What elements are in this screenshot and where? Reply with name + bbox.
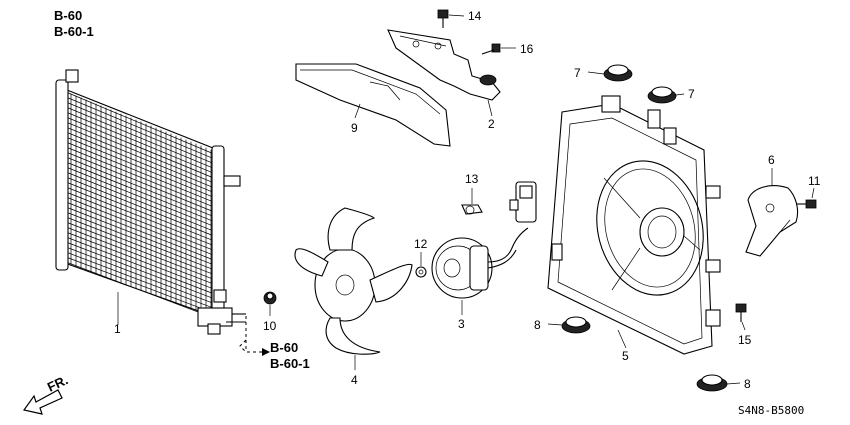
callout-11: 11: [808, 174, 821, 188]
callout-8b: 8: [744, 377, 751, 391]
fan-shroud: [547, 95, 721, 355]
ref-top-2: B-60-1: [54, 24, 94, 39]
grommet: [561, 316, 591, 334]
grommet: [696, 374, 728, 392]
callout-12: 12: [414, 237, 428, 251]
fan-blade: [294, 207, 413, 355]
callout-9: 9: [351, 121, 358, 135]
direction-label: FR.: [45, 372, 70, 394]
fan-motor: [431, 181, 537, 299]
callout-5: 5: [622, 349, 629, 363]
grommet: [603, 64, 633, 82]
callout-10: 10: [263, 319, 277, 333]
air-guide: [295, 63, 451, 147]
grommet: [647, 86, 677, 104]
nut: [263, 291, 277, 305]
callout-8a: 8: [534, 318, 541, 332]
diagram-code: S4N8-B5800: [738, 404, 804, 417]
clip: [461, 204, 483, 215]
ref-top-1: B-60: [54, 8, 82, 23]
upper-bracket: [387, 29, 501, 101]
callout-3: 3: [458, 317, 465, 331]
callout-7a: 7: [574, 66, 581, 80]
callout-7b: 7: [688, 87, 695, 101]
bolt: [796, 199, 817, 209]
bolt: [481, 43, 501, 55]
condenser: [55, 69, 246, 335]
shroud-cover: [745, 185, 799, 257]
nut: [415, 266, 427, 278]
callout-2: 2: [488, 117, 495, 131]
ref-bottom-2: B-60-1: [270, 356, 310, 371]
callout-6: 6: [768, 153, 775, 167]
callout-15: 15: [738, 333, 752, 347]
callout-13: 13: [465, 172, 479, 186]
callout-14: 14: [468, 9, 482, 23]
front-direction-arrow-icon: [22, 389, 63, 415]
bolt: [735, 303, 747, 322]
callout-16: 16: [520, 42, 534, 56]
callout-4: 4: [351, 373, 358, 387]
ref-bottom-1: B-60: [270, 340, 298, 355]
bolt: [437, 9, 449, 28]
callout-1: 1: [114, 322, 121, 336]
